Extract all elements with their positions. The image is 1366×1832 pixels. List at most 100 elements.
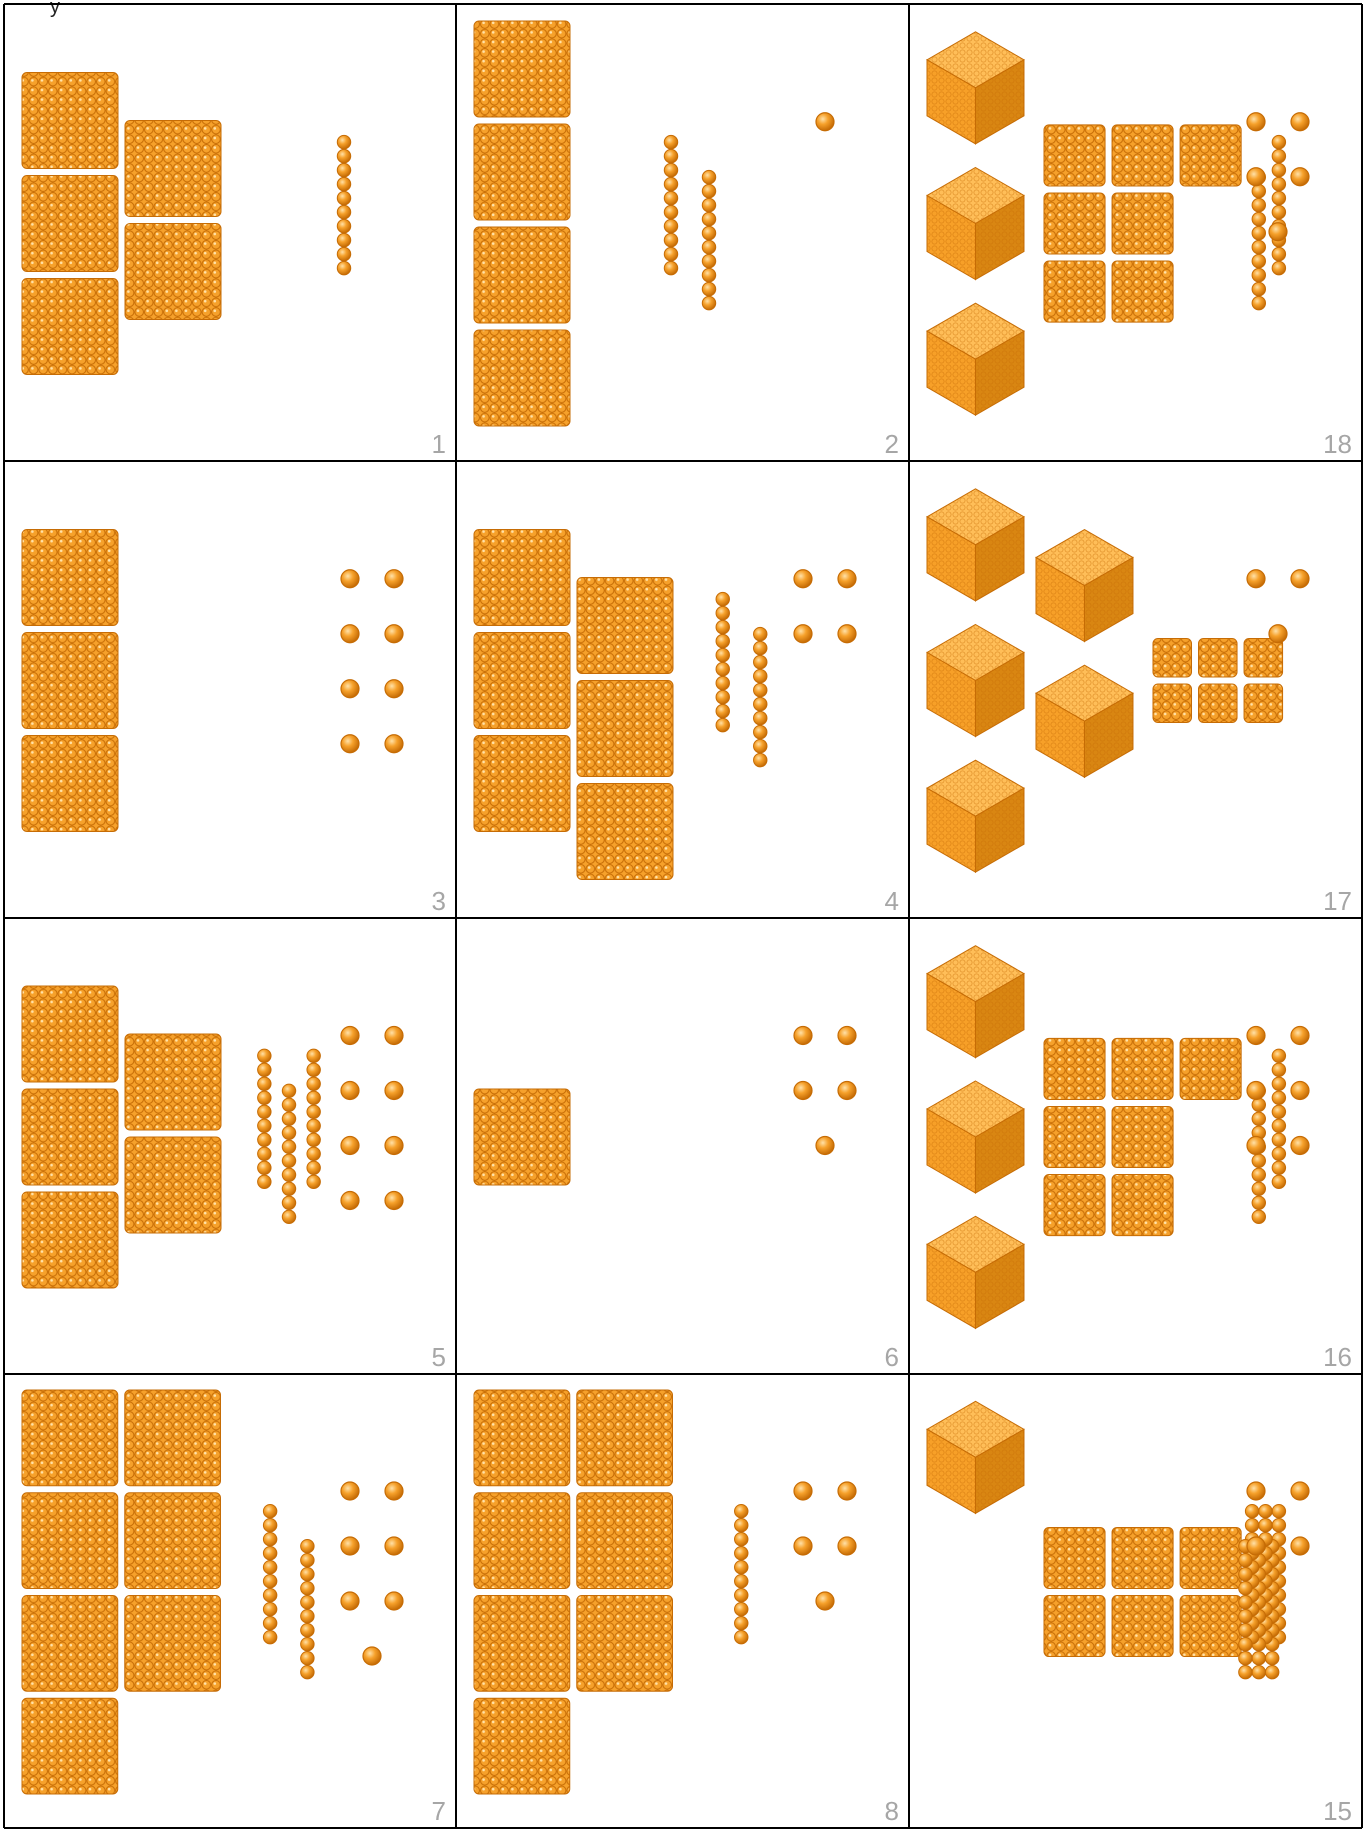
unit-bead bbox=[341, 680, 359, 698]
cell-3: 3 bbox=[22, 530, 446, 917]
hundred-square bbox=[474, 530, 570, 626]
hundred-square bbox=[1112, 125, 1173, 186]
cell-number: 3 bbox=[432, 886, 446, 916]
thousand-cube bbox=[927, 489, 1024, 601]
hundred-square bbox=[474, 633, 570, 729]
cell-number: 5 bbox=[432, 1342, 446, 1372]
hundred-square bbox=[125, 1596, 221, 1692]
thousand-cube bbox=[1036, 530, 1133, 642]
thousand-cube bbox=[927, 1216, 1024, 1328]
thousand-cube bbox=[927, 760, 1024, 872]
unit-bead bbox=[385, 1137, 403, 1155]
unit-bead bbox=[1247, 1027, 1265, 1045]
unit-bead bbox=[794, 1482, 812, 1500]
hundred-square bbox=[474, 21, 570, 117]
ten-bar bbox=[1252, 170, 1265, 309]
unit-bead bbox=[341, 1027, 359, 1045]
ten-bar bbox=[754, 627, 767, 766]
unit-bead bbox=[838, 1482, 856, 1500]
thousand-cube bbox=[927, 946, 1024, 1058]
hundred-square bbox=[1180, 125, 1241, 186]
hundred-square bbox=[1153, 638, 1192, 677]
unit-bead bbox=[794, 1082, 812, 1100]
unit-bead bbox=[1291, 1482, 1309, 1500]
hundred-square bbox=[1112, 1175, 1173, 1236]
hundred-square bbox=[1153, 684, 1192, 723]
hundred-square bbox=[1244, 684, 1283, 723]
unit-bead bbox=[1247, 570, 1265, 588]
unit-bead bbox=[385, 1192, 403, 1210]
ten-bar bbox=[337, 135, 350, 274]
hundred-square bbox=[22, 1493, 118, 1589]
hundred-square bbox=[474, 227, 570, 323]
hundred-square bbox=[1112, 261, 1173, 322]
cell-2: 2 bbox=[474, 21, 899, 459]
unit-bead bbox=[1291, 570, 1309, 588]
unit-bead bbox=[1247, 113, 1265, 131]
hundred-square bbox=[125, 121, 221, 217]
hundred-square bbox=[474, 736, 570, 832]
unit-bead bbox=[1291, 113, 1309, 131]
unit-bead bbox=[1269, 625, 1287, 643]
unit-bead bbox=[341, 1592, 359, 1610]
hundred-square bbox=[1112, 1527, 1173, 1588]
unit-bead bbox=[1247, 168, 1265, 186]
hundred-square bbox=[1044, 1038, 1105, 1099]
unit-bead bbox=[385, 680, 403, 698]
hundred-square bbox=[1180, 1527, 1241, 1588]
ten-bar bbox=[702, 170, 715, 309]
unit-bead bbox=[341, 570, 359, 588]
cell-5: 5 bbox=[22, 986, 446, 1372]
unit-bead bbox=[341, 1482, 359, 1500]
ten-bar bbox=[664, 135, 677, 274]
cell-16: 16 bbox=[927, 946, 1352, 1372]
unit-bead bbox=[385, 1082, 403, 1100]
cell-4: 4 bbox=[474, 530, 899, 917]
cell-number: 4 bbox=[885, 886, 899, 916]
hundred-square bbox=[22, 530, 118, 626]
unit-bead bbox=[816, 1592, 834, 1610]
unit-bead bbox=[1247, 1082, 1265, 1100]
hundred-square bbox=[1044, 1596, 1105, 1657]
hundred-square bbox=[1180, 1038, 1241, 1099]
unit-bead bbox=[385, 735, 403, 753]
hundred-square bbox=[22, 736, 118, 832]
hundred-square bbox=[577, 784, 673, 880]
unit-bead bbox=[838, 1537, 856, 1555]
unit-bead bbox=[341, 1537, 359, 1555]
hundred-square bbox=[1044, 1106, 1105, 1167]
cell-number: 1 bbox=[432, 429, 446, 459]
hundred-square bbox=[577, 578, 673, 674]
cell-number: 17 bbox=[1323, 886, 1352, 916]
cell-number: 7 bbox=[432, 1796, 446, 1826]
cell-number: 6 bbox=[885, 1342, 899, 1372]
hundred-square bbox=[474, 1390, 570, 1486]
cell-1: 1 bbox=[22, 73, 446, 460]
hundred-square bbox=[474, 1493, 570, 1589]
hundred-square bbox=[474, 1596, 570, 1692]
unit-bead bbox=[1247, 1137, 1265, 1155]
unit-bead bbox=[1247, 1482, 1265, 1500]
thousand-cube bbox=[927, 1401, 1024, 1513]
thousand-cube bbox=[927, 625, 1024, 737]
top-label: y bbox=[50, 0, 60, 18]
hundred-square bbox=[474, 330, 570, 426]
hundred-square bbox=[474, 124, 570, 220]
unit-bead bbox=[794, 1027, 812, 1045]
unit-bead bbox=[385, 570, 403, 588]
unit-bead bbox=[1291, 1137, 1309, 1155]
hundred-square bbox=[577, 1596, 673, 1692]
unit-bead bbox=[385, 1482, 403, 1500]
hundred-square bbox=[125, 224, 221, 320]
hundred-square bbox=[125, 1034, 221, 1130]
hundred-square bbox=[1180, 1596, 1241, 1657]
hundred-square bbox=[474, 1089, 570, 1185]
unit-bead bbox=[341, 625, 359, 643]
thousand-cube bbox=[1036, 665, 1133, 777]
hundred-square bbox=[577, 1390, 673, 1486]
unit-bead bbox=[385, 625, 403, 643]
unit-bead bbox=[1291, 1537, 1309, 1555]
unit-bead bbox=[1291, 1082, 1309, 1100]
unit-bead bbox=[816, 1137, 834, 1155]
